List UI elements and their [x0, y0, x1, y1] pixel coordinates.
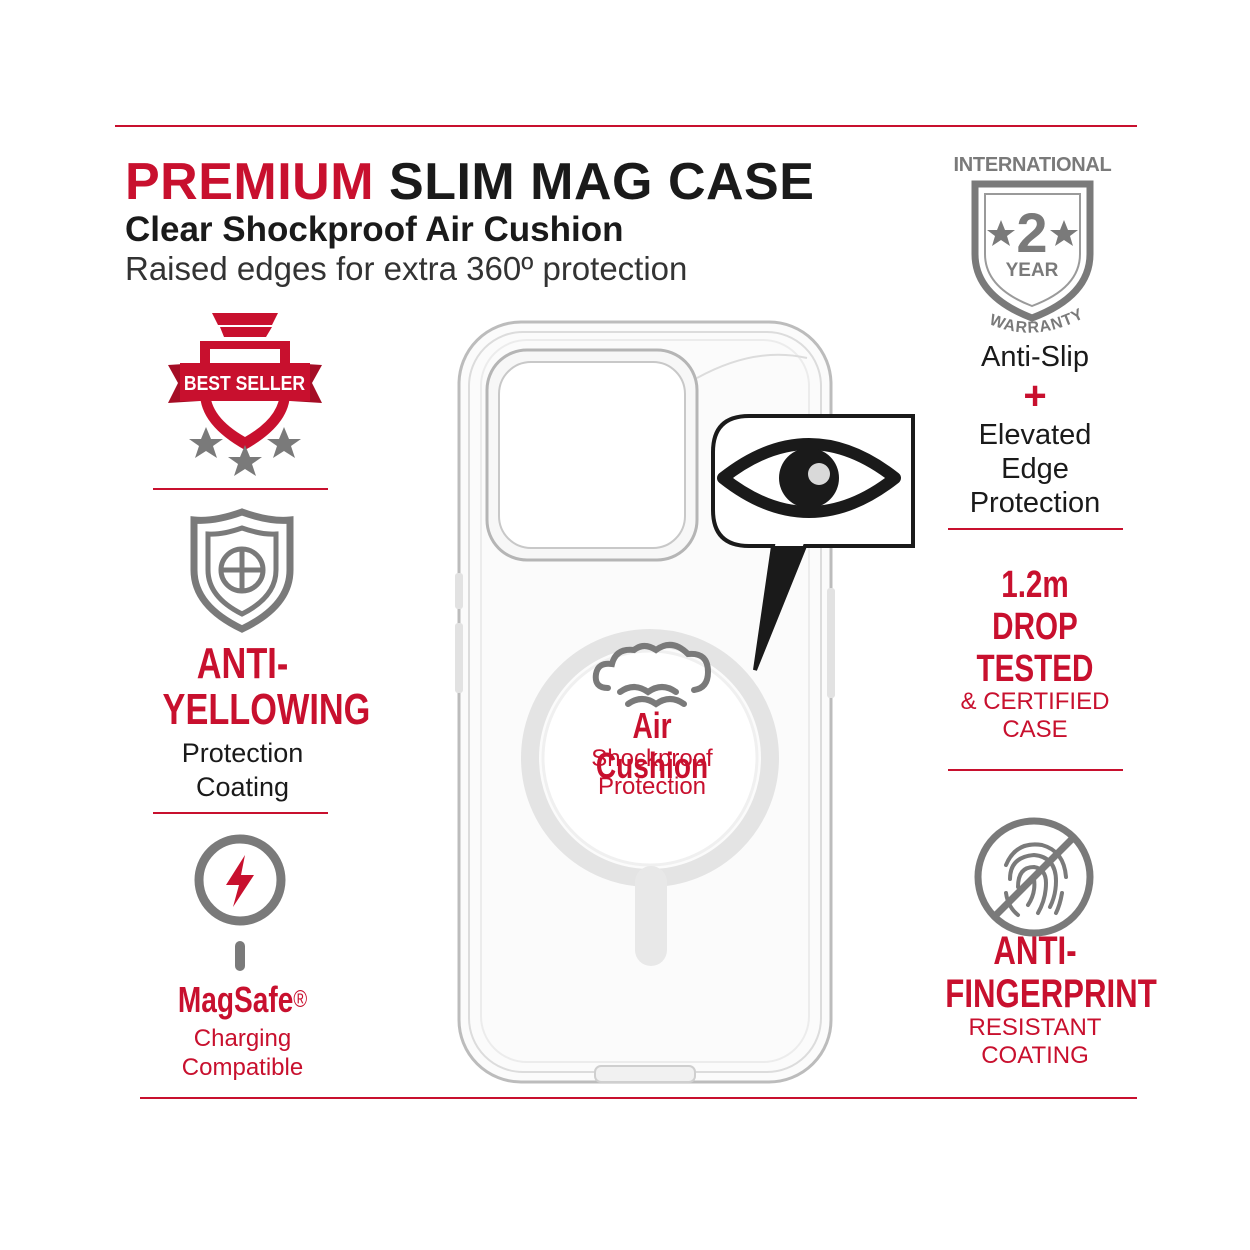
air-cushion-title: Air Cushion — [595, 705, 709, 786]
title-rest: SLIM MAG CASE — [389, 153, 815, 211]
eye-callout — [705, 412, 917, 674]
magsafe-reg: ® — [293, 986, 308, 1013]
air-cushion-desc1: Shockproof — [591, 745, 713, 772]
left-divider-2 — [153, 812, 328, 814]
warranty-number: 2 — [1016, 201, 1047, 264]
top-divider — [115, 125, 1137, 127]
anti-fingerprint-desc1: RESISTANT — [968, 1014, 1102, 1041]
right-divider-1 — [948, 528, 1123, 530]
anti-yellowing-desc2: Coating — [195, 772, 290, 802]
drop-desc: & CERTIFIED CASE — [935, 688, 1135, 744]
drop-line2: DROP — [992, 606, 1078, 648]
magsafe-graphic — [190, 833, 290, 973]
magsafe-desc1: Charging — [193, 1025, 292, 1052]
svg-text:WARRANTY: WARRANTY — [987, 305, 1087, 336]
anti-fingerprint-desc2: COATING — [981, 1042, 1089, 1069]
page-subtitle: Clear Shockproof Air Cushion — [125, 210, 624, 249]
drop-line5: CASE — [1002, 716, 1068, 743]
page-title: PREMIUM SLIM MAG CASE — [125, 152, 814, 212]
magsafe-title: MagSafe — [177, 979, 294, 1020]
cloud-icon — [592, 641, 712, 708]
fingerprint-icon — [974, 817, 1094, 937]
bottom-divider — [140, 1097, 1137, 1099]
warranty-unit: YEAR — [1006, 260, 1059, 281]
drop-line4: & CERTIFIED — [960, 688, 1110, 715]
best-seller-badge: BEST SELLER — [160, 305, 330, 480]
anti-slip-line2: Elevated — [978, 419, 1092, 451]
title-accent: PREMIUM — [125, 153, 375, 211]
anti-fingerprint-line2: FINGERPRINT — [945, 972, 1157, 1016]
anti-yellowing-desc1: Protection — [181, 738, 304, 768]
anti-yellowing-desc: Protection Coating — [140, 736, 345, 804]
shield-badge-icon: BEST SELLER — [168, 313, 322, 476]
warranty-shield-icon: 2 YEAR WARRANTY — [971, 180, 1094, 337]
anti-fingerprint-graphic — [972, 815, 1097, 940]
air-cushion-heading: Air Cushion — [552, 706, 752, 786]
right-divider-2 — [948, 769, 1123, 771]
warranty-badge: INTERNATIONAL 2 YEAR WARRANTY — [945, 152, 1120, 337]
anti-slip-block: Anti-Slip + Elevated Edge Protection — [940, 340, 1130, 520]
eye-callout-icon — [711, 414, 915, 671]
badge-label: BEST SELLER — [184, 372, 306, 394]
anti-fingerprint-heading: ANTI- FINGERPRINT — [920, 929, 1157, 1016]
anti-yellowing-line2: YELLOWING — [162, 685, 371, 734]
anti-yellowing-shield — [190, 508, 295, 633]
warranty-arc-label: WARRANTY — [987, 305, 1086, 336]
warranty-top-label: INTERNATIONAL — [953, 154, 1112, 176]
anti-fingerprint-desc: RESISTANT COATING — [935, 1014, 1135, 1070]
drop-tested-block: 1.2m DROP TESTED — [935, 564, 1135, 690]
shield-icon — [190, 508, 294, 633]
anti-slip-line4: Protection — [969, 487, 1101, 519]
magsafe-icon — [194, 834, 286, 971]
drop-line3: TESTED — [976, 648, 1094, 690]
magsafe-heading: MagSafe® — [140, 980, 345, 1020]
anti-yellowing-heading: ANTI- YELLOWING — [140, 639, 371, 734]
magsafe-desc: Charging Compatible — [140, 1024, 345, 1082]
drop-line1: 1.2m — [1001, 564, 1069, 606]
plus-icon: + — [1023, 374, 1047, 418]
air-cushion-desc2: Protection — [597, 773, 707, 800]
magsafe-desc2: Compatible — [181, 1054, 304, 1081]
anti-slip-line3: Edge — [1001, 453, 1069, 485]
page-tagline: Raised edges for extra 360º protection — [125, 250, 688, 287]
air-cushion-graphic — [590, 640, 715, 710]
anti-yellowing-line1: ANTI- — [196, 639, 289, 688]
anti-fingerprint-line1: ANTI- — [993, 929, 1077, 973]
anti-slip-line1: Anti-Slip — [981, 341, 1089, 373]
left-divider-1 — [153, 488, 328, 490]
air-cushion-desc: Shockproof Protection — [552, 745, 752, 801]
